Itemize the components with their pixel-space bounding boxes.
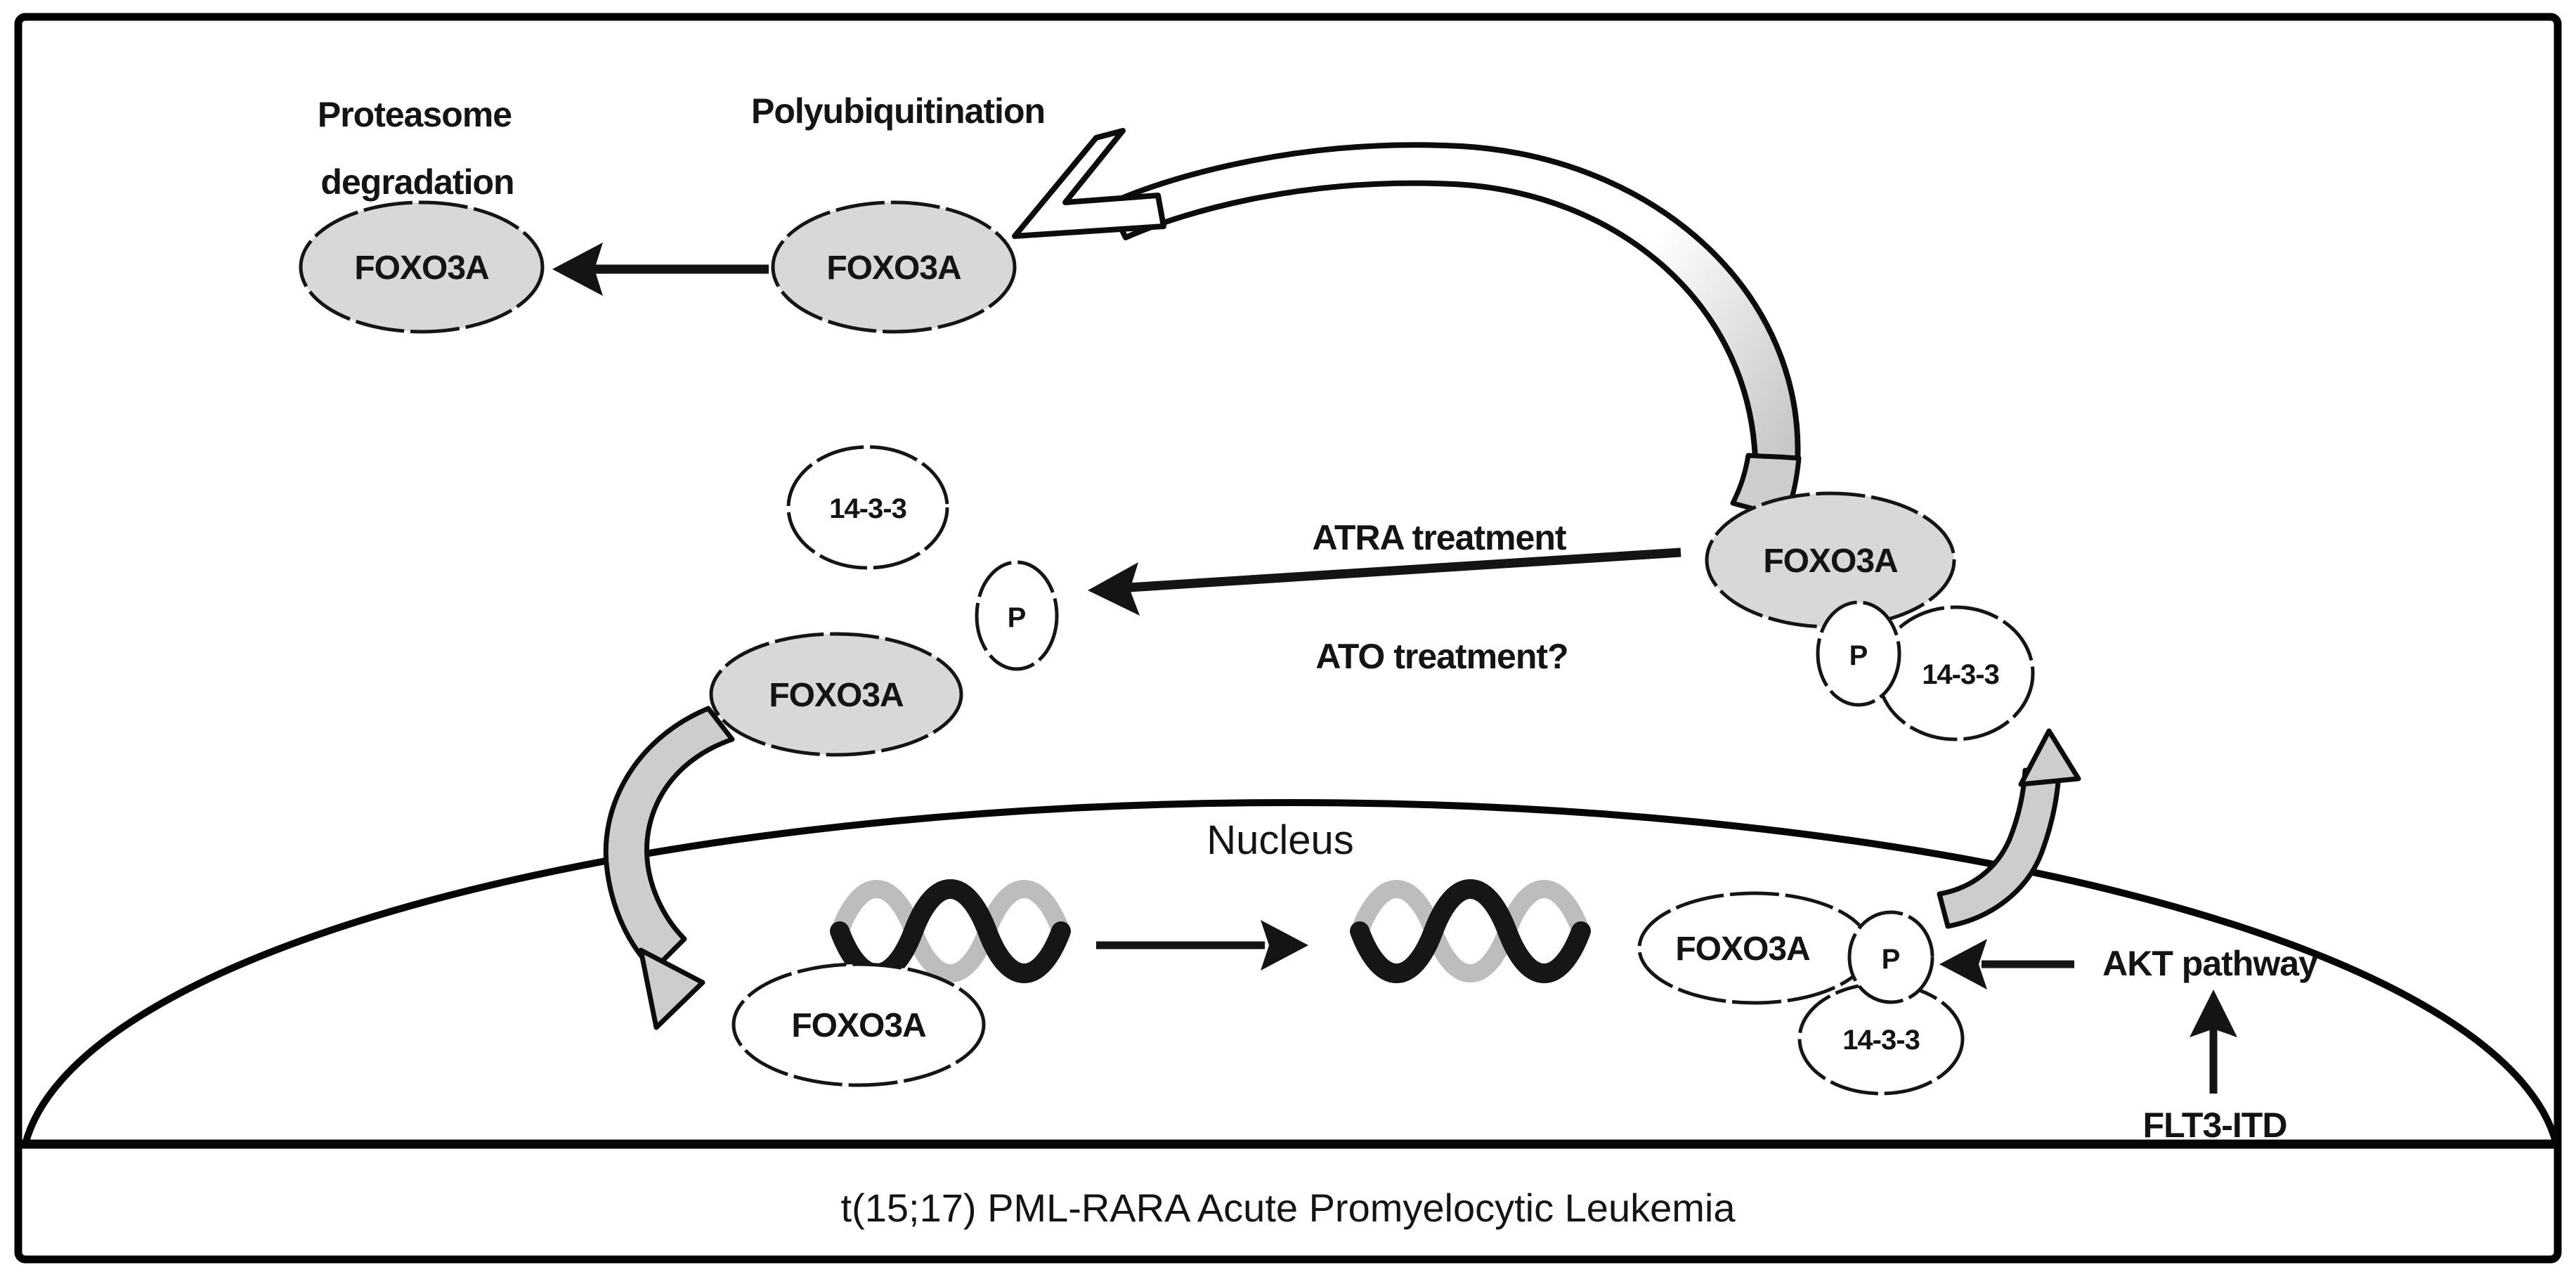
atra-arrow-shaft <box>1128 547 1681 592</box>
figure-border <box>14 13 2562 1264</box>
curved-arrow-nuclear-export-band <box>1937 767 2062 929</box>
foxo3a-nucleus-free-node <box>731 962 986 1087</box>
p1433-free-node <box>786 445 949 570</box>
curved-arrow-nuclear-import-head <box>638 947 705 1030</box>
proteasome-label-line1: Proteasome <box>318 95 512 134</box>
dna-icon <box>1350 879 1591 983</box>
p1433-nucleus-complex-label: 14-3-3 <box>1842 1025 1920 1056</box>
foxo3a-degraded-node <box>299 200 545 334</box>
figure-caption: t(15;17) PML-RARA Acute Promyelocytic Le… <box>841 1186 1736 1230</box>
foxo3a-cytoplasm-free-node <box>709 632 963 757</box>
nucleus-membrane-arc <box>22 799 2560 1146</box>
foxo3a-ubiquitinated-label: FOXO3A <box>826 249 961 287</box>
p1433-cytoplasm-complex-label: 14-3-3 <box>1922 659 1999 690</box>
foxo3a-degraded-label: FOXO3A <box>354 249 489 287</box>
curved-arrow-ubiquitination-band <box>1106 142 1801 467</box>
curved-arrow-nuclear-export-head <box>2018 728 2081 787</box>
curved-arrow-nuclear-import-band <box>603 706 735 973</box>
foxo3a-ubiquitinated-node <box>771 200 1017 334</box>
polyubiquitination-label: Polyubiquitination <box>751 91 1045 131</box>
p-nucleus-complex-node <box>1847 910 1934 1004</box>
atra-treatment-label: ATRA treatment <box>1312 518 1566 557</box>
foxo3a-cytoplasm-complex-label: FOXO3A <box>1763 543 1898 580</box>
p-cytoplasm-complex-node <box>1816 600 1901 707</box>
atra-arrow-head <box>1088 562 1140 616</box>
nucleus-label: Nucleus <box>1206 817 1354 863</box>
curved-arrow-ubiquitination-head <box>1012 128 1166 239</box>
flt3-arrow-head <box>2190 990 2237 1037</box>
foxo3a-cytoplasm-free-label: FOXO3A <box>769 677 904 714</box>
p-nucleus-complex-label: P <box>1882 944 1901 975</box>
akt-pathway-label: AKT pathway <box>2102 944 2318 983</box>
transcription-arrow-head <box>1261 920 1308 971</box>
flt3-itd-label: FLT3-ITD <box>2143 1105 2287 1145</box>
p-free-label: P <box>1008 602 1027 633</box>
p1433-free-label: 14-3-3 <box>829 493 906 524</box>
akt-arrow-head <box>1939 939 1987 990</box>
proteasome-label-line2: degradation <box>320 162 514 202</box>
p-cytoplasm-complex-label: P <box>1849 640 1868 671</box>
foxo3a-nucleus-free-label: FOXO3A <box>791 1007 926 1044</box>
ato-treatment-label: ATO treatment? <box>1315 637 1568 676</box>
foxo3a-nucleus-complex-label: FOXO3A <box>1675 930 1810 968</box>
dna-icon <box>830 879 1071 983</box>
degradation-arrow-head <box>552 242 603 296</box>
p-free-node <box>975 560 1059 671</box>
